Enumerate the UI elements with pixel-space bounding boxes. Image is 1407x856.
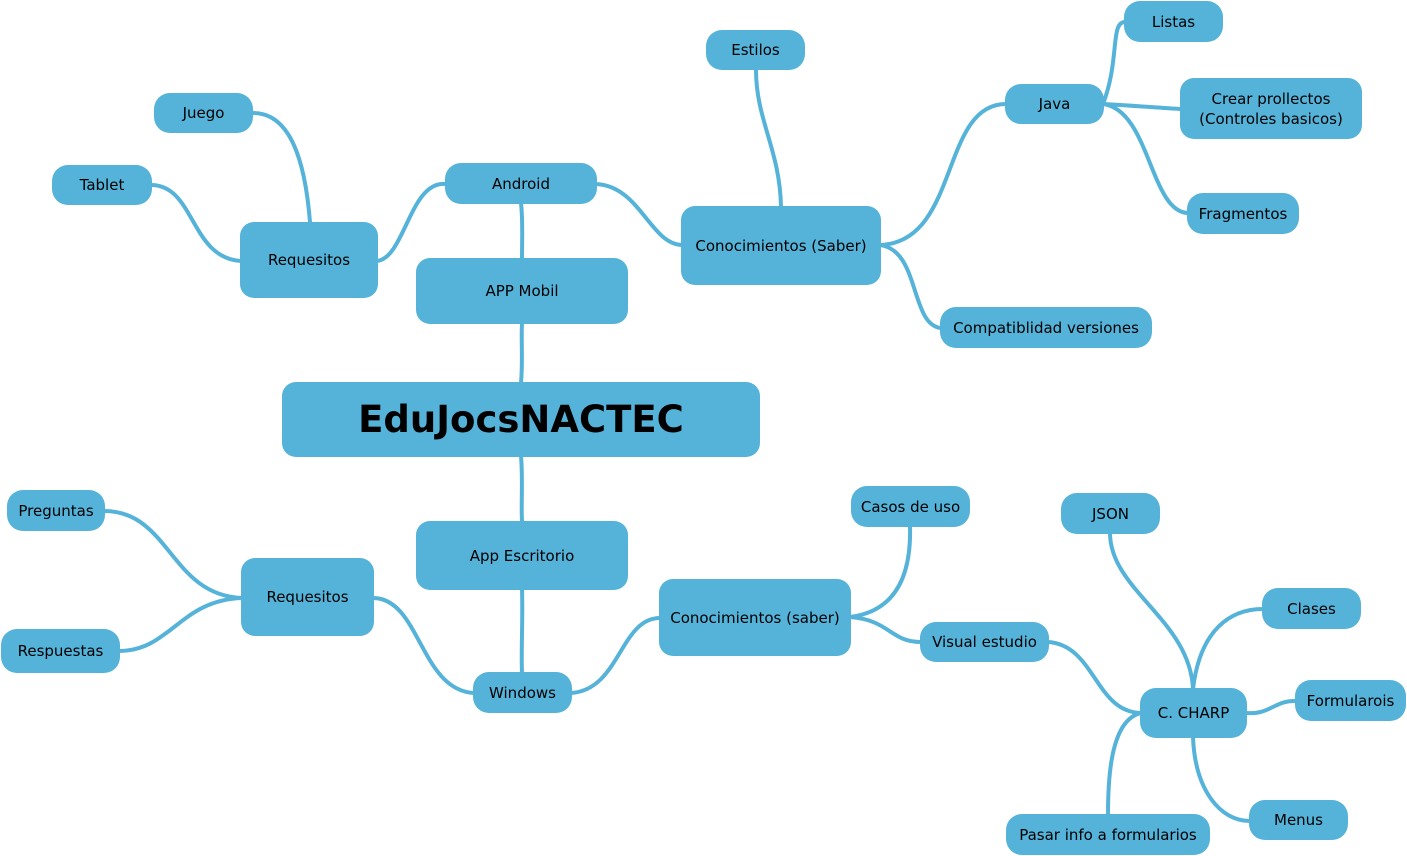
link-c-charp-to-clases — [1191, 607, 1265, 691]
link-requesitos-escritorio-to-preguntas — [102, 509, 244, 600]
link-visual-estudio-to-c-charp — [1046, 640, 1143, 715]
link-conocimientos-saber-mobil-to-estilos — [754, 68, 783, 209]
node-crear-proyectos[interactable]: Crear prollectos (Controles basicos) — [1180, 78, 1362, 139]
node-conocimientos-saber-mobil[interactable]: Conocimientos (Saber) — [681, 206, 881, 285]
node-formularios[interactable]: Formularois — [1295, 680, 1406, 721]
link-requesitos-mobil-to-tablet — [149, 183, 243, 263]
link-requesitos-mobil-to-juego — [250, 110, 312, 224]
node-fragmentos[interactable]: Fragmentos — [1187, 193, 1299, 234]
node-tablet[interactable]: Tablet — [52, 165, 152, 205]
link-c-charp-to-formularios — [1244, 698, 1298, 716]
node-requesitos-mobil[interactable]: Requesitos — [240, 222, 378, 298]
link-java-to-crear-proyectos — [1101, 102, 1183, 111]
link-root-to-app-mobil — [519, 322, 524, 385]
link-c-charp-to-menus — [1191, 735, 1252, 823]
node-menus[interactable]: Menus — [1249, 800, 1348, 840]
link-conocimientos-saber-mobil-to-java — [878, 102, 1008, 247]
node-app-mobil[interactable]: APP Mobil — [416, 258, 628, 324]
link-app-escritorio-to-windows — [519, 587, 525, 675]
link-root-to-app-escritorio — [519, 454, 524, 523]
node-conocimientos-saber-escritorio[interactable]: Conocimientos (saber) — [659, 579, 851, 656]
node-estilos[interactable]: Estilos — [706, 30, 805, 70]
node-java[interactable]: Java — [1005, 84, 1104, 124]
root-node[interactable]: EduJocsNACTEC — [282, 382, 760, 457]
link-conocimientos-saber-escritorio-to-visual-estudio — [848, 615, 923, 644]
link-requesitos-escritorio-to-respuestas — [117, 596, 244, 653]
node-casos-de-uso[interactable]: Casos de uso — [851, 486, 970, 527]
node-juego[interactable]: Juego — [154, 93, 253, 133]
node-windows[interactable]: Windows — [473, 672, 572, 713]
node-respuestas[interactable]: Respuestas — [1, 629, 120, 673]
link-c-charp-to-json — [1108, 531, 1195, 691]
node-compatibilidad-versiones[interactable]: Compatiblidad versiones — [940, 307, 1152, 348]
link-windows-to-requesitos-escritorio — [371, 596, 476, 695]
link-conocimientos-saber-mobil-to-compatibilidad — [878, 243, 943, 330]
link-android-to-requesitos-mobil — [375, 181, 448, 263]
node-android[interactable]: Android — [445, 163, 597, 204]
link-c-charp-to-pasar-info — [1106, 711, 1143, 817]
node-visual-estudio[interactable]: Visual estudio — [920, 622, 1049, 662]
node-listas[interactable]: Listas — [1124, 1, 1223, 42]
link-conocimientos-saber-escritorio-to-casos-de-uso — [848, 524, 913, 619]
node-clases[interactable]: Clases — [1262, 588, 1361, 629]
link-java-to-fragmentos — [1101, 102, 1190, 215]
node-pasar-info-a-formularios[interactable]: Pasar info a formularios — [1006, 814, 1210, 855]
node-c-charp[interactable]: C. CHARP — [1140, 688, 1247, 738]
link-java-to-listas — [1101, 20, 1127, 106]
link-windows-to-conocimientos-saber-escritorio — [569, 616, 662, 695]
node-requesitos-escritorio[interactable]: Requesitos — [241, 558, 374, 636]
link-app-mobil-to-android — [519, 201, 525, 261]
node-app-escritorio[interactable]: App Escritorio — [416, 521, 628, 590]
node-json[interactable]: JSON — [1061, 493, 1160, 534]
link-android-to-conocimientos-saber-mobil — [594, 182, 684, 247]
node-preguntas[interactable]: Preguntas — [7, 490, 105, 531]
